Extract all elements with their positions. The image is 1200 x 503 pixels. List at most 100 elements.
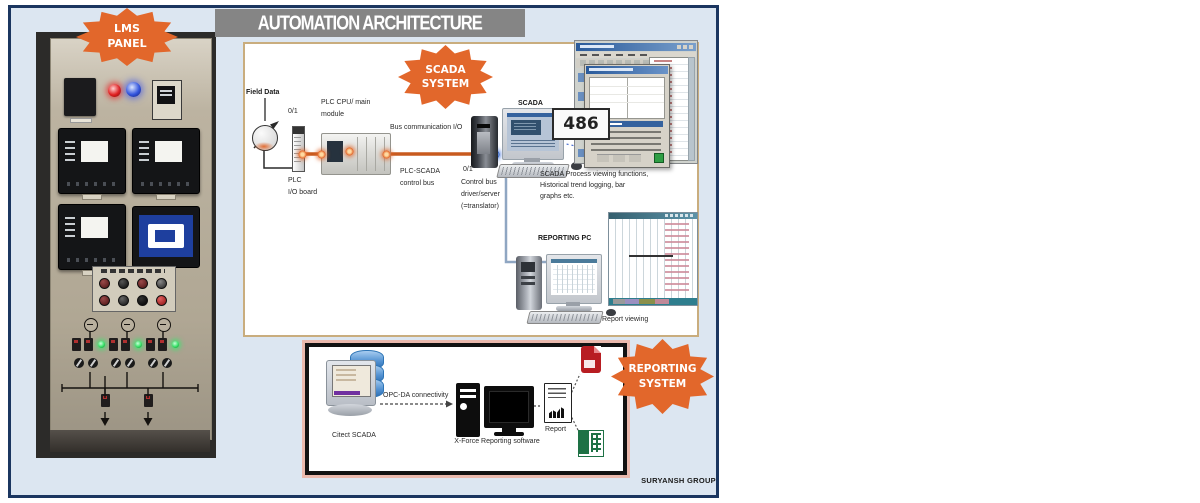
red-indicator-led [108,84,121,97]
meter-buttons [67,182,117,186]
xforce-monitor-base [494,432,524,436]
hmi-screen [139,215,193,257]
scada-screen-titlebar [507,113,559,117]
io-signal-label-1: 0/1 [288,108,298,115]
meter-tag-1 [82,194,102,200]
meter-buttons [141,182,191,186]
scada-label: SCADA [518,100,543,107]
opcda-label: OPC-DA connectivity [383,392,449,399]
xforce-label: X-Force Reporting software [454,438,540,445]
plc-label-line2: I/O board [288,189,318,196]
pushbutton-legend [101,269,165,273]
rotary-switch[interactable] [125,358,135,368]
pushbutton[interactable] [137,278,148,289]
report-chart-bars [549,407,565,418]
reporting-pc-label: REPORTING PC [538,235,592,242]
window-titlebar [576,43,696,51]
bus-connector-spark [345,147,354,156]
bus-connector-spark [382,150,391,159]
control-switch[interactable] [84,338,93,351]
keyboard [526,311,604,324]
excel-file-icon [578,430,604,457]
mouse [571,162,582,170]
translator-label-line2: driver/server [461,191,500,198]
monitor-stand [524,158,540,163]
control-switch[interactable] [109,338,118,351]
mimic-switch [101,394,110,407]
breaker-symbol-1 [84,318,98,332]
rotary-switch[interactable] [88,358,98,368]
report-viewing-label: Report viewing [602,316,649,323]
device-label-strip [70,118,92,123]
plc-cpu-module-icon [321,133,391,175]
process-caption-line1: SCADA Process viewing functions, [540,171,649,178]
window-menubar [576,52,696,58]
plc-cpu-label-line1: PLC CPU/ main [321,99,371,106]
translator-label-line1: Control bus [461,179,497,186]
plc-io-board-icon [292,126,305,172]
xforce-monitor-stand [502,428,516,432]
green-status-led [98,341,105,348]
pushbutton[interactable] [118,295,129,306]
scada-screen-rows [511,140,555,149]
xforce-monitor [484,386,534,428]
badge-line2: PANEL [107,37,147,50]
pushbutton[interactable] [99,278,110,289]
panel-bottom-shadow [50,430,210,452]
rotary-switch[interactable] [111,358,121,368]
badge-line1: SCADA [425,63,466,76]
control-switch[interactable] [121,338,130,351]
dialog-buttons[interactable] [597,154,641,162]
panel-relay-device [64,78,96,116]
green-status-led [172,341,179,348]
badge-line1: LMS [114,22,140,36]
monitor-base [556,306,592,311]
reporting-pc-tower [516,256,542,310]
report-label: Report [545,426,567,433]
field-data-label: Field Data [246,89,280,96]
pushbutton[interactable] [99,295,110,306]
breaker-symbol-3 [157,318,171,332]
title-bar: AUTOMATION ARCHITECTURE [215,9,525,37]
control-switch[interactable] [146,338,155,351]
sheet-grid [553,265,595,293]
cpu-486-badge: 486 [552,108,610,140]
green-status-led [135,341,142,348]
pushbutton-panel [92,266,176,312]
report-document-icon [544,383,572,423]
hmi-graphic [148,224,184,248]
process-caption-line3: graphs etc. [540,193,575,200]
page-title: AUTOMATION ARCHITECTURE [257,11,483,34]
badge-line1: REPORTING [628,363,697,376]
pushbutton[interactable] [156,295,167,306]
citect-screen [332,365,371,397]
company-footer: SURYANSH GROUP [641,476,716,485]
panel-meter-1 [58,128,126,194]
pushbutton[interactable] [156,278,167,289]
rotary-switch[interactable] [148,358,158,368]
control-switch[interactable] [158,338,167,351]
plc-cpu-label-line2: module [321,111,344,118]
plc-label-line1: PLC [288,177,302,184]
window-toolbar [576,59,696,68]
window-scrollbar[interactable] [688,57,695,161]
pushbutton[interactable] [118,278,129,289]
control-switch[interactable] [72,338,81,351]
scada-screen-panel [511,120,541,135]
cpu-486-text: 486 [563,114,599,134]
panel-hour-meter [152,80,182,120]
process-caption-line2: Historical trend logging, bar [540,182,626,189]
rotary-switch[interactable] [74,358,84,368]
rotary-switch[interactable] [162,358,172,368]
sheet-titlebar [551,259,597,263]
breaker-symbol-2 [121,318,135,332]
blue-indicator-led [126,82,141,97]
pushbutton[interactable] [137,295,148,306]
dialog-green-icon [654,153,664,163]
xforce-pc-tower [456,383,480,437]
sheet-tab-bar [609,298,697,305]
reporting-pc-screen [551,259,597,295]
citect-monitor-base [328,404,372,416]
plc-scada-bus-line1: PLC-SCADA [400,168,441,175]
